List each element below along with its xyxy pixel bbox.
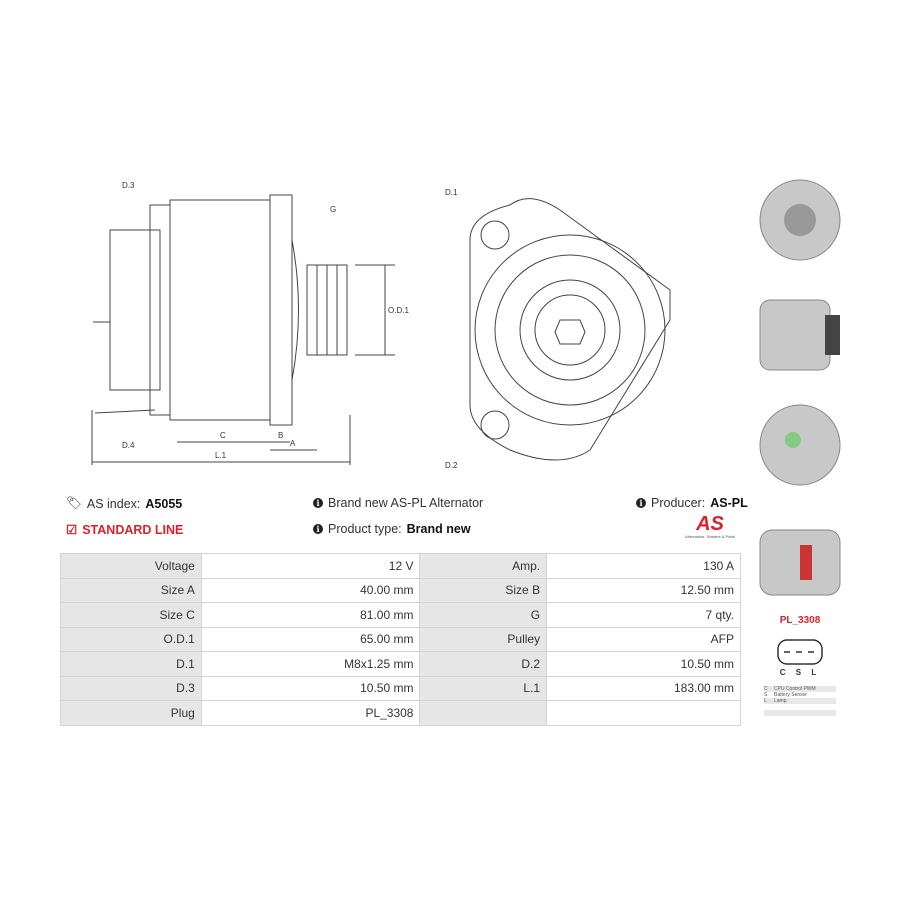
dimension-label-d3: D.3 [122, 181, 135, 190]
dimension-label-c: C [220, 431, 226, 440]
description-text: Brand new AS-PL Alternator [328, 496, 484, 510]
product-photo-side [755, 285, 845, 385]
spec-label: L.1 [419, 675, 548, 701]
product-type-value: Brand new [406, 522, 471, 536]
pin-desc: Battery Sensor [774, 692, 808, 698]
spec-value: 40.00 mm [200, 577, 421, 603]
info-icon: i [636, 498, 646, 508]
as-logo: AS Alternators, Starters & Parts [680, 514, 740, 539]
as-index: 🏷︎ AS index: A5055 [66, 496, 182, 511]
plug-name: PL_3308 [779, 615, 821, 626]
pin-code: S [764, 692, 768, 698]
spec-label: G [419, 602, 548, 628]
pin-desc: Lamp [774, 698, 787, 704]
dimension-label-a: A [290, 439, 296, 448]
tag-icon: 🏷︎ [66, 496, 82, 510]
dimension-label-od1: O.D.1 [388, 306, 409, 315]
dimension-label-g: G [330, 205, 336, 214]
info-icon: i [313, 498, 323, 508]
logo-tagline: Alternators, Starters & Parts [685, 534, 735, 539]
spec-value: 183.00 mm [546, 675, 741, 701]
spec-label: Size B [419, 577, 548, 603]
producer-value: AS-PL [710, 496, 748, 510]
spec-label [419, 700, 548, 726]
product-photo-front [755, 170, 845, 270]
spec-value: M8x1.25 mm [200, 651, 421, 677]
spec-value: 12 V [200, 553, 421, 579]
spec-value: 81.00 mm [200, 602, 421, 628]
dimension-label-b: B [278, 431, 283, 440]
pin-code: L [764, 698, 767, 704]
info-icon: i [313, 524, 323, 534]
spec-label: D.1 [60, 651, 202, 677]
spec-label: O.D.1 [60, 626, 202, 652]
dimension-label-d1: D.1 [445, 188, 458, 197]
spec-value: 65.00 mm [200, 626, 421, 652]
spec-label: D.3 [60, 675, 202, 701]
dimension-label-l1: L.1 [215, 451, 227, 460]
spec-value: AFP [546, 626, 741, 652]
description: i Brand new AS-PL Alternator [313, 496, 483, 510]
producer-label: Producer: [651, 496, 706, 510]
pin-code: C [764, 686, 768, 692]
side-view-diagram: D.3 D.4 G O.D.1 C B A L.1 [91, 181, 409, 465]
plug-pins: C S L [779, 668, 821, 677]
as-index-label: AS index: [86, 496, 141, 511]
spec-label: Amp. [419, 553, 548, 579]
producer: i Producer: AS-PL [636, 496, 748, 510]
product-photo-rear [755, 395, 845, 495]
plug-connector-icon [777, 639, 823, 665]
spec-label: Size A [60, 577, 202, 603]
as-index-value: A5055 [145, 496, 183, 511]
spec-label: D.2 [419, 651, 548, 677]
spec-value: 10.50 mm [200, 675, 421, 701]
spec-value: 12.50 mm [546, 577, 741, 603]
spec-label: Pulley [419, 626, 548, 652]
front-view-diagram: D.1 D.2 [445, 188, 671, 470]
logo-text: AS [696, 513, 724, 535]
spec-value: 10.50 mm [546, 651, 741, 677]
spec-label: Size C [60, 602, 202, 628]
pin-desc: CPU Control PWM [774, 686, 816, 692]
spec-value: 7 qty. [546, 602, 741, 628]
product-type: i Product type: Brand new [313, 522, 471, 536]
spec-value: PL_3308 [200, 700, 421, 726]
spec-label: Plug [60, 700, 202, 726]
product-type-label: Product type: [328, 522, 402, 536]
plug-legend: C CPU Control PWM S Battery Sensor L Lamp [764, 686, 836, 716]
dimension-label-d4: D.4 [122, 441, 135, 450]
spec-value [546, 700, 741, 726]
spec-value: 130 A [546, 553, 741, 579]
spec-label: Voltage [60, 553, 202, 579]
standard-line-badge: ☑ STANDARD LINE [66, 522, 184, 538]
product-photo-angled [755, 515, 845, 615]
standard-line-text: STANDARD LINE [82, 522, 184, 537]
checkbox-icon: ☑ [66, 523, 78, 537]
dimension-label-d2: D.2 [445, 461, 458, 470]
